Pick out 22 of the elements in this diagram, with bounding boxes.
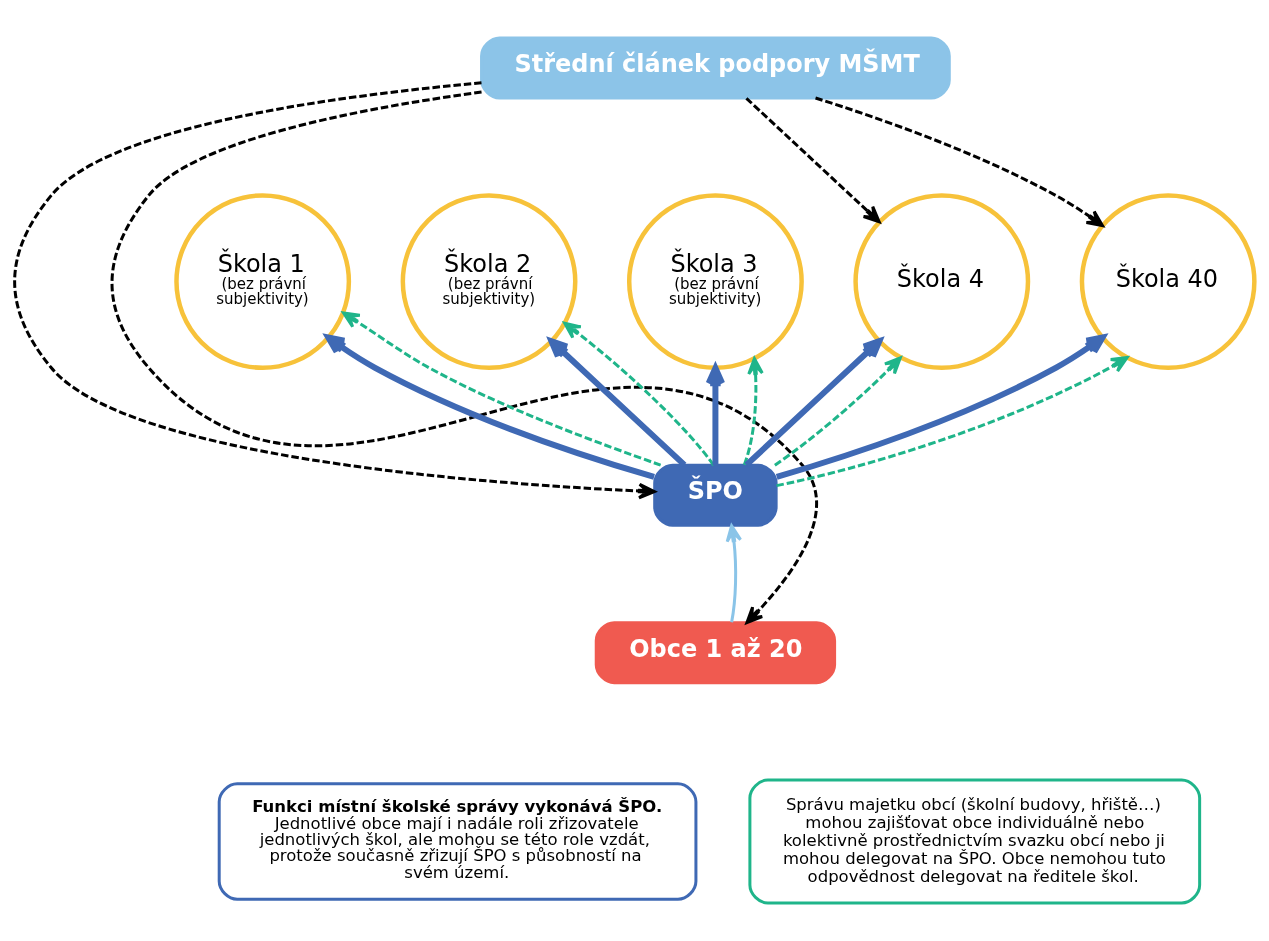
arrow	[742, 357, 764, 466]
arrow	[342, 311, 662, 467]
node-box: Obce 1 až 20	[594, 621, 837, 685]
arrow	[725, 524, 743, 623]
arrow	[13, 81, 656, 500]
node-circle: Škola 2 (bez právní subjektivity)	[400, 193, 578, 371]
arrow	[110, 90, 818, 625]
node-box: Střední článek podpory MŠMT	[480, 36, 951, 100]
arrow	[776, 356, 1129, 488]
arrow	[744, 338, 883, 468]
node-circle: Škola 3 (bez právní subjektivity)	[626, 193, 804, 371]
arrow	[774, 356, 902, 467]
node-box: ŠPO	[653, 463, 778, 527]
node-circle: Škola 1 (bez právní subjektivity)	[174, 193, 352, 371]
arrow	[775, 334, 1106, 480]
arrow	[815, 96, 1105, 228]
arrow	[325, 334, 655, 480]
node-box: Funkci místní školské správy vykonává ŠPO. Jednotlivé obce mají i nadále roli zřizovatele jednotlivých škol, ale mohou se této role vzdát, protože současně zřizují ŠPO s působností na svém území.	[217, 782, 698, 901]
node-box: Správu majetku obcí (školní budovy, hřiště…) mohou zajišťovat obce individuálně nebo kolektivně prostřednictvím svazku obcí nebo ji mohou delegovat na ŠPO. Obce nemohou tuto odpovědnost delegovat na ředitele škol.	[748, 778, 1202, 905]
arrow	[745, 97, 881, 224]
node-circle: Škola 4	[853, 193, 1031, 371]
arrow	[563, 321, 715, 467]
